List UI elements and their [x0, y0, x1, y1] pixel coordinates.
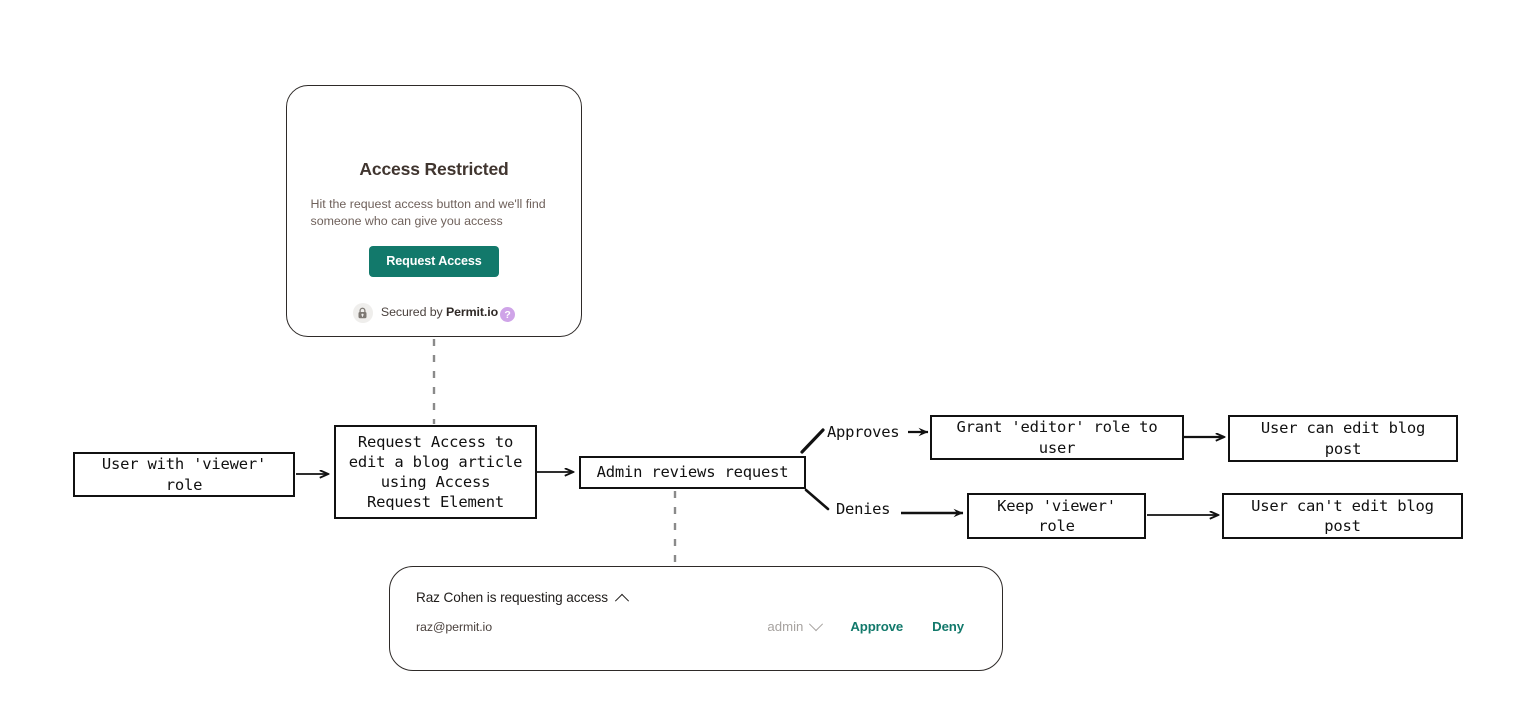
node-user-cannot-edit: User can't edit blog post [1222, 493, 1463, 539]
edge-label-denies: Denies [836, 500, 891, 518]
edge-label-approves: Approves [827, 423, 900, 441]
requester-email: raz@permit.io [416, 619, 493, 634]
help-icon[interactable]: ? [500, 307, 516, 323]
node-keep-viewer: Keep 'viewer' role [967, 493, 1146, 539]
approval-heading: Raz Cohen is requesting access [416, 590, 608, 605]
approval-request-card: Raz Cohen is requesting access raz@permi… [389, 566, 1003, 671]
approve-button[interactable]: Approve [850, 619, 904, 634]
access-card-description: Hit the request access button and we'll … [310, 197, 546, 228]
approval-actions: admin Approve Deny [767, 616, 976, 634]
chevron-up-icon[interactable] [614, 593, 630, 608]
approval-card-header[interactable]: Raz Cohen is requesting access [416, 590, 976, 608]
secured-by-text: Secured by Permit.io? [380, 304, 516, 323]
node-request-access: Request Access to edit a blog article us… [334, 425, 537, 519]
edge-admin-approves [800, 428, 825, 454]
node-user-viewer: User with 'viewer' role [73, 452, 295, 497]
deny-button[interactable]: Deny [932, 619, 964, 634]
access-restricted-card: Access Restricted Hit the request access… [286, 85, 582, 337]
role-select[interactable]: admin [767, 616, 824, 634]
permit-brand: Permit.io [445, 304, 499, 319]
access-card-footer: Secured by Permit.io? [352, 303, 516, 324]
request-access-button[interactable]: Request Access [369, 246, 499, 278]
edge-admin-denies [804, 488, 830, 511]
node-grant-editor: Grant 'editor' role to user [930, 415, 1184, 460]
node-user-can-edit: User can edit blog post [1228, 415, 1458, 462]
chevron-down-icon[interactable] [809, 616, 824, 631]
lock-icon [352, 303, 373, 324]
access-card-title: Access Restricted [359, 159, 509, 179]
role-select-value: admin [767, 619, 804, 634]
approval-card-body: raz@permit.io admin Approve Deny [416, 616, 976, 634]
secured-by-prefix: Secured by [380, 304, 446, 319]
node-admin-reviews: Admin reviews request [579, 456, 806, 489]
